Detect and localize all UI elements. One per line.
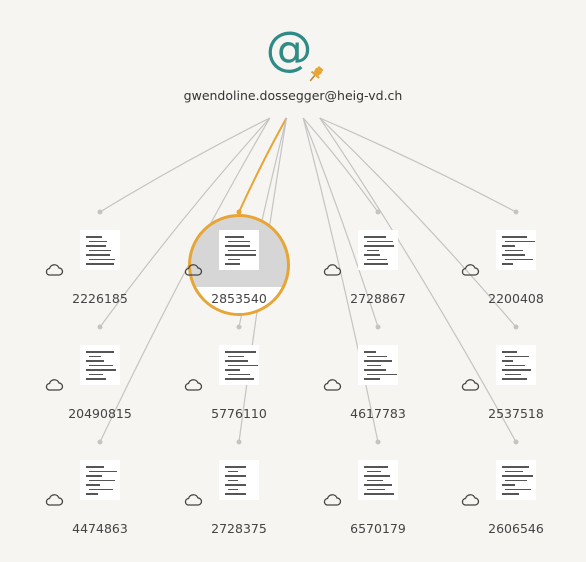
edge-arrowhead xyxy=(375,324,381,330)
edge-2537518 xyxy=(319,117,517,328)
document-node[interactable]: 2226185 xyxy=(30,222,170,322)
document-thumbnail[interactable] xyxy=(219,230,259,270)
cloud-icon xyxy=(322,492,342,506)
document-node[interactable]: 2537518 xyxy=(446,337,586,437)
document-node[interactable]: 2853540 xyxy=(169,214,309,322)
document-node[interactable]: 5776110 xyxy=(169,337,309,437)
edge-arrowhead xyxy=(97,324,103,330)
edge-arrowhead xyxy=(513,439,519,445)
document-node[interactable]: 2728375 xyxy=(169,452,309,552)
hub-node[interactable]: @ gwendoline.dossegger@heig-vd.ch xyxy=(0,0,586,110)
edge-arrowhead xyxy=(236,439,242,445)
edge-2728867 xyxy=(302,117,379,213)
document-node[interactable]: 2606546 xyxy=(446,452,586,552)
cloud-icon xyxy=(183,262,203,276)
cloud-icon xyxy=(44,262,64,276)
document-thumbnail[interactable] xyxy=(496,230,536,270)
cloud-icon xyxy=(460,262,480,276)
document-thumbnail[interactable] xyxy=(496,345,536,385)
document-id: 2226185 xyxy=(72,291,128,306)
edge-arrowhead xyxy=(236,324,242,330)
document-thumbnail[interactable] xyxy=(80,230,120,270)
document-id: 2537518 xyxy=(488,406,544,421)
document-node[interactable]: 2728867 xyxy=(308,222,448,322)
document-id: 4617783 xyxy=(350,406,406,421)
cloud-icon xyxy=(183,377,203,391)
edge-2200408 xyxy=(319,117,517,213)
cloud-icon xyxy=(460,492,480,506)
edge-arrowhead xyxy=(97,439,103,445)
cloud-icon xyxy=(460,377,480,391)
document-thumbnail[interactable] xyxy=(219,460,259,500)
hub-email: gwendoline.dossegger@heig-vd.ch xyxy=(183,88,403,103)
document-id: 2606546 xyxy=(488,521,544,536)
document-thumbnail[interactable] xyxy=(496,460,536,500)
document-thumbnail[interactable] xyxy=(80,460,120,500)
edge-2226185 xyxy=(99,117,271,213)
edge-arrowhead xyxy=(513,324,519,330)
at-sign-icon[interactable]: @ xyxy=(265,22,313,77)
document-node[interactable]: 4474863 xyxy=(30,452,170,552)
document-id: 20490815 xyxy=(68,406,132,421)
document-id: 4474863 xyxy=(72,521,128,536)
document-id: 2728375 xyxy=(211,521,267,536)
cloud-icon xyxy=(322,377,342,391)
pin-icon[interactable] xyxy=(306,64,326,84)
document-node[interactable]: 2200408 xyxy=(446,222,586,322)
edge-arrowhead xyxy=(236,209,242,215)
document-node[interactable]: 6570179 xyxy=(308,452,448,552)
document-id: 6570179 xyxy=(350,521,406,536)
document-node[interactable]: 20490815 xyxy=(30,337,170,437)
document-thumbnail[interactable] xyxy=(358,230,398,270)
cloud-icon xyxy=(44,377,64,391)
edge-arrowhead xyxy=(97,209,103,215)
edge-arrowhead xyxy=(375,209,381,215)
document-thumbnail[interactable] xyxy=(80,345,120,385)
document-id: 2200408 xyxy=(488,291,544,306)
document-id: 2728867 xyxy=(350,291,406,306)
edge-2853540 xyxy=(238,117,288,213)
cloud-icon xyxy=(44,492,64,506)
document-id: 2853540 xyxy=(211,291,267,306)
document-thumbnail[interactable] xyxy=(219,345,259,385)
cloud-icon xyxy=(322,262,342,276)
edge-2606546 xyxy=(319,117,517,443)
cloud-icon xyxy=(183,492,203,506)
document-node[interactable]: 4617783 xyxy=(308,337,448,437)
edge-arrowhead xyxy=(375,439,381,445)
document-thumbnail[interactable] xyxy=(358,460,398,500)
edge-20490815 xyxy=(99,117,271,328)
document-id: 5776110 xyxy=(211,406,267,421)
edge-arrowhead xyxy=(513,209,519,215)
edge-4617783 xyxy=(302,117,379,328)
document-thumbnail[interactable] xyxy=(358,345,398,385)
